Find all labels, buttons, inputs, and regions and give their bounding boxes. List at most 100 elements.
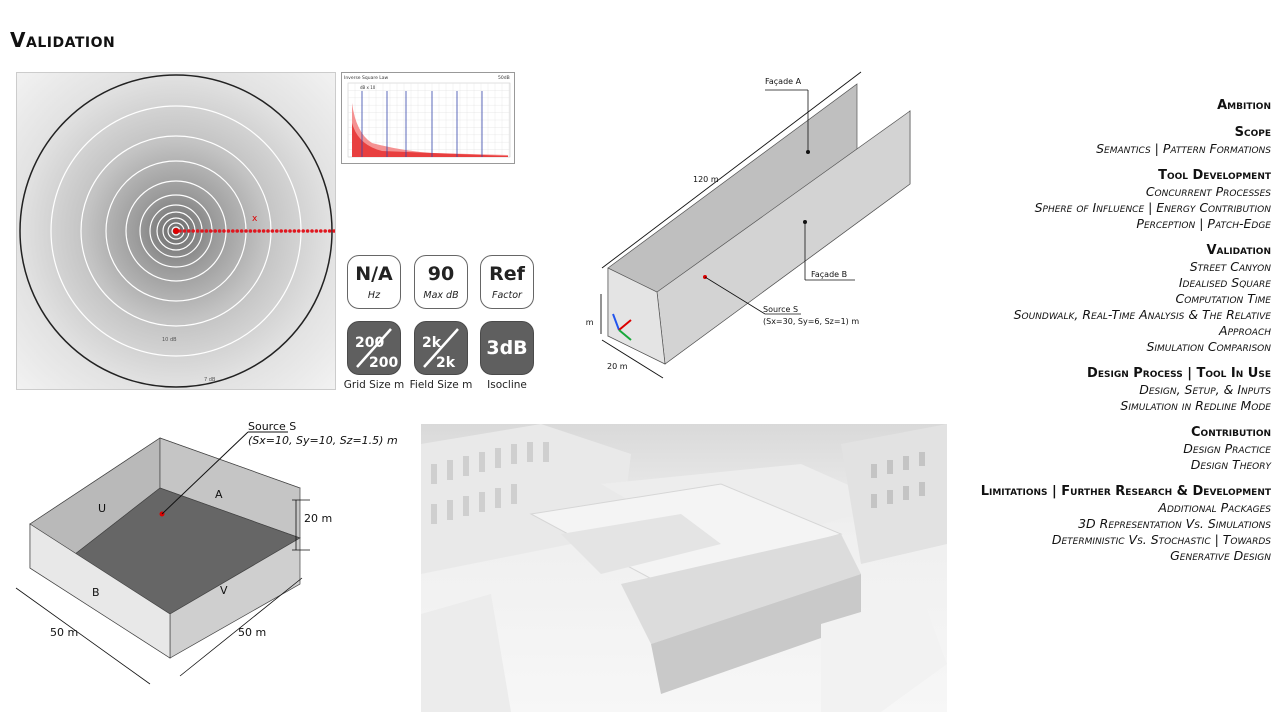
radial-map-graphic: x 10 dB 7 dB <box>19 74 335 388</box>
outline-heading: Ambition <box>1217 98 1271 113</box>
outline-heading: Tool Development <box>1158 168 1271 183</box>
sample-point <box>275 229 279 233</box>
sample-point <box>279 229 284 233</box>
field-size-top: 2k <box>422 335 442 351</box>
sample-point <box>213 229 217 233</box>
facade-b-label: Façade B <box>811 270 847 279</box>
sample-point <box>288 229 292 233</box>
idealised-square-diagram: Source S (Sx=10, Sy=10, Sz=1.5) m U A B … <box>15 420 398 685</box>
square-source-label: Source S <box>248 420 296 433</box>
square-width-right-label: 50 m <box>238 626 266 639</box>
sample-point <box>248 229 253 233</box>
face-v-label: V <box>220 584 228 597</box>
max-db-badge: 90 Max dB <box>414 255 468 309</box>
sample-point <box>182 229 187 233</box>
square-width-left-label: 50 m <box>50 626 78 639</box>
plot-inner-label: dB x 10 <box>360 85 376 90</box>
outline-item: Approach <box>1219 323 1271 338</box>
sample-point <box>178 229 182 233</box>
canyon-length-label: 120 m <box>693 175 719 184</box>
outline-item: Perception | Patch-Edge <box>1136 216 1271 231</box>
outline-item: Simulation in Redline Mode <box>1120 398 1271 413</box>
outline-heading: Scope <box>1234 125 1271 140</box>
sample-point <box>319 229 323 233</box>
grid-size-badge: 200 200 <box>347 321 401 375</box>
frequency-badge: N/A Hz <box>347 255 401 309</box>
outline-item: Design Practice <box>1183 441 1271 456</box>
ring-label: 10 dB <box>162 337 177 343</box>
outline-heading: Contribution <box>1191 425 1271 440</box>
badge-maxdb-label: Max dB <box>423 290 459 301</box>
sample-point <box>244 229 248 233</box>
sample-point <box>253 229 257 233</box>
outline-item: Street Canyon <box>1189 259 1271 274</box>
badge-ref-value: Ref <box>489 263 525 285</box>
inverse-square-graphic: Inverse Square Law 50dB dB x 10 <box>344 75 511 158</box>
ring-label: 7 dB <box>204 377 216 383</box>
sample-point <box>323 229 328 233</box>
isocline-value: 3dB <box>486 337 528 359</box>
outline-item: Semantics | Pattern Formations <box>1096 141 1271 156</box>
ref-factor-badge: Ref Factor <box>480 255 534 309</box>
badge-frequency-label: Hz <box>367 290 381 301</box>
city-model-render <box>421 424 947 712</box>
street-canyon-diagram: Façade A Façade B 120 m 18 m 20 m Source… <box>585 71 911 379</box>
isocline-caption: Isocline <box>487 379 527 391</box>
sample-point <box>187 229 191 233</box>
badge-maxdb-value: 90 <box>427 263 455 285</box>
sample-point <box>266 229 270 233</box>
canyon-source-label: Source S <box>763 305 798 314</box>
outline-item: Simulation Comparison <box>1146 339 1271 354</box>
square-height-label: 20 m <box>304 512 332 525</box>
plot-corner-label: 50dB <box>498 75 510 81</box>
sample-point <box>310 229 314 233</box>
badge-ref-label: Factor <box>492 290 522 301</box>
sample-point <box>191 229 195 233</box>
outline-item: Soundwalk, Real-Time Analysis & The Rela… <box>1013 307 1271 322</box>
plot-title: Inverse Square Law <box>344 75 389 81</box>
field-size-bottom: 2k <box>436 355 456 371</box>
field-size-caption: Field Size m <box>409 379 473 391</box>
sample-point <box>222 229 226 233</box>
face-u-label: U <box>98 502 106 515</box>
facade-a-label: Façade A <box>765 77 802 86</box>
canyon-source-coords: (Sx=30, Sy=6, Sz=1) m <box>763 317 859 326</box>
outline-heading: Design Process | Tool In Use <box>1087 366 1271 381</box>
outline-item: Design, Setup, & Inputs <box>1139 382 1271 397</box>
sample-point <box>231 229 235 233</box>
sample-point <box>332 229 335 233</box>
canyon-width-label: 20 m <box>607 362 628 371</box>
canyon-height-label: 18 m <box>585 318 594 327</box>
face-b-label: B <box>92 586 100 599</box>
outline-section: Ambition <box>941 98 1271 114</box>
outline-item: Additional Packages <box>1158 500 1271 515</box>
badge-frequency-value: N/A <box>355 263 393 285</box>
outline-heading: Limitations | Further Research & Develop… <box>980 484 1271 499</box>
face-a-label: A <box>215 488 223 501</box>
page-title: Validation <box>10 28 116 52</box>
grid-size-top: 200 <box>355 335 384 351</box>
square-source-coords: (Sx=10, Sy=10, Sz=1.5) m <box>248 434 398 447</box>
sample-point <box>301 229 306 233</box>
grid-size-fraction: 200 200 <box>355 327 398 371</box>
sample-point <box>195 229 200 233</box>
outline-item: Idealised Square <box>1178 275 1271 290</box>
sample-point <box>283 229 288 233</box>
sample-point <box>239 229 244 233</box>
sample-point <box>204 229 209 233</box>
sample-point <box>270 229 275 233</box>
field-size-badge: 2k 2k <box>414 321 468 375</box>
sample-point <box>314 229 319 233</box>
sample-point <box>200 229 204 233</box>
sample-point <box>305 229 310 233</box>
radial-sound-map: x 10 dB 7 dB <box>16 72 336 390</box>
grid-size-caption: Grid Size m <box>343 379 405 391</box>
sample-point <box>209 229 213 233</box>
sample-point <box>257 229 261 233</box>
sample-point <box>235 229 239 233</box>
outline-heading: Validation <box>1206 243 1271 258</box>
